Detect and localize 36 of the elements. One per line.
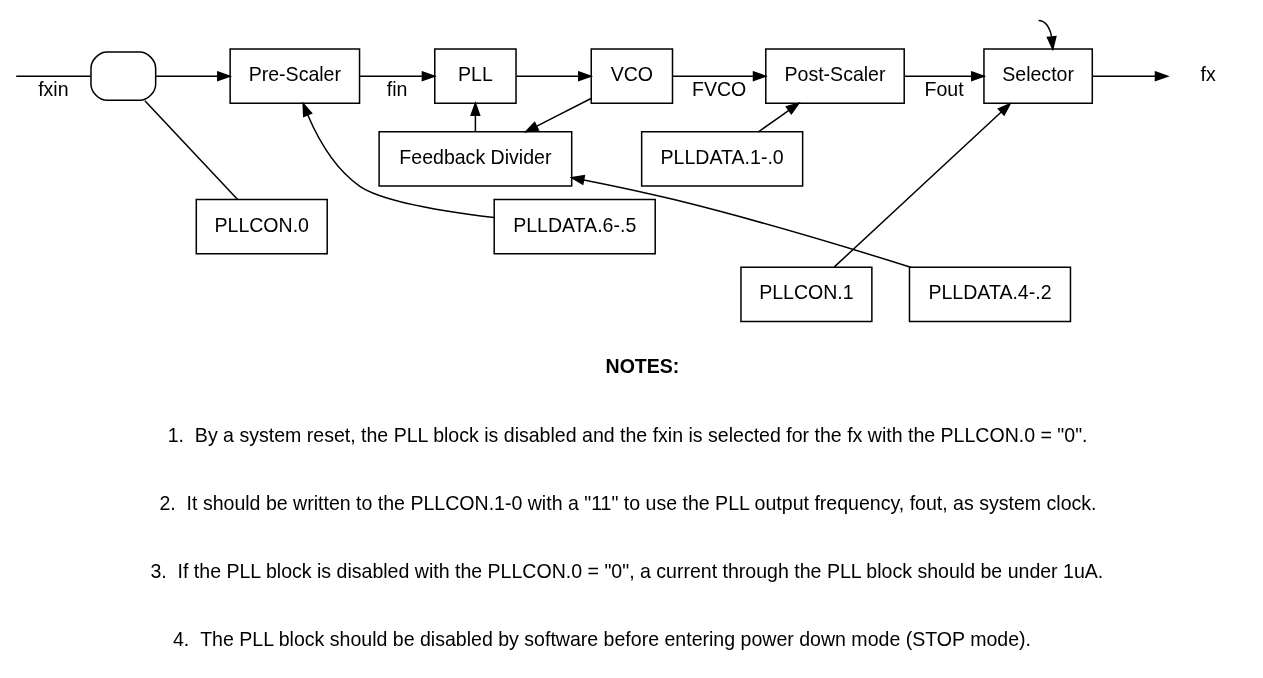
label: 4. The PLL block should be disabled by software before entering power down mode (STOP mode). xyxy=(172,627,1031,650)
arrow xyxy=(757,101,801,132)
arrow xyxy=(302,100,495,218)
edge-label: FVCO xyxy=(691,77,747,100)
connector xyxy=(144,99,239,200)
edge-label: fxin xyxy=(38,77,69,100)
node-box: Pre-Scaler xyxy=(229,47,361,104)
node-box: PLLDATA.6-.5 xyxy=(493,198,656,254)
label: 3. If the PLL block is disabled with the PLLCON.0 = "0", a current through the PLL block should be under 1uA. xyxy=(150,559,1104,582)
arrow xyxy=(569,174,912,268)
node-box: PLLDATA.1-.0 xyxy=(640,130,804,187)
node-box: PLL xyxy=(434,47,517,104)
node-box: Post-Scaler xyxy=(765,47,905,104)
arrow xyxy=(515,70,594,81)
arrow xyxy=(672,70,768,81)
arrow xyxy=(359,70,437,81)
label: 1. By a system reset, the PLL block is disabled and the fxin is selected for the fx with the PLLCON.0 = "0". xyxy=(167,423,1088,446)
label: NOTES: xyxy=(605,354,680,377)
arrow xyxy=(1091,70,1170,81)
arrow xyxy=(155,70,233,81)
node-text: fx xyxy=(1200,62,1216,85)
edge-label: fin xyxy=(386,77,408,100)
connector xyxy=(15,74,92,77)
node-box: Feedback Divider xyxy=(378,130,573,187)
node-gate xyxy=(90,50,157,101)
arrow xyxy=(523,97,592,133)
node-box: PLLDATA.4-.2 xyxy=(908,266,1072,322)
arrow xyxy=(903,70,987,81)
node-box: PLLCON.1 xyxy=(740,266,873,322)
node-box: VCO xyxy=(590,47,674,104)
node-box: PLLCON.0 xyxy=(195,198,328,254)
arrow xyxy=(1037,19,1057,51)
arrow xyxy=(833,101,1012,268)
label: 2. It should be written to the PLLCON.1-0 with a "11" to use the PLL output frequency, fout, as system clock. xyxy=(159,491,1097,514)
node-box: Selector xyxy=(983,47,1094,104)
edge-label: Fout xyxy=(924,77,964,100)
